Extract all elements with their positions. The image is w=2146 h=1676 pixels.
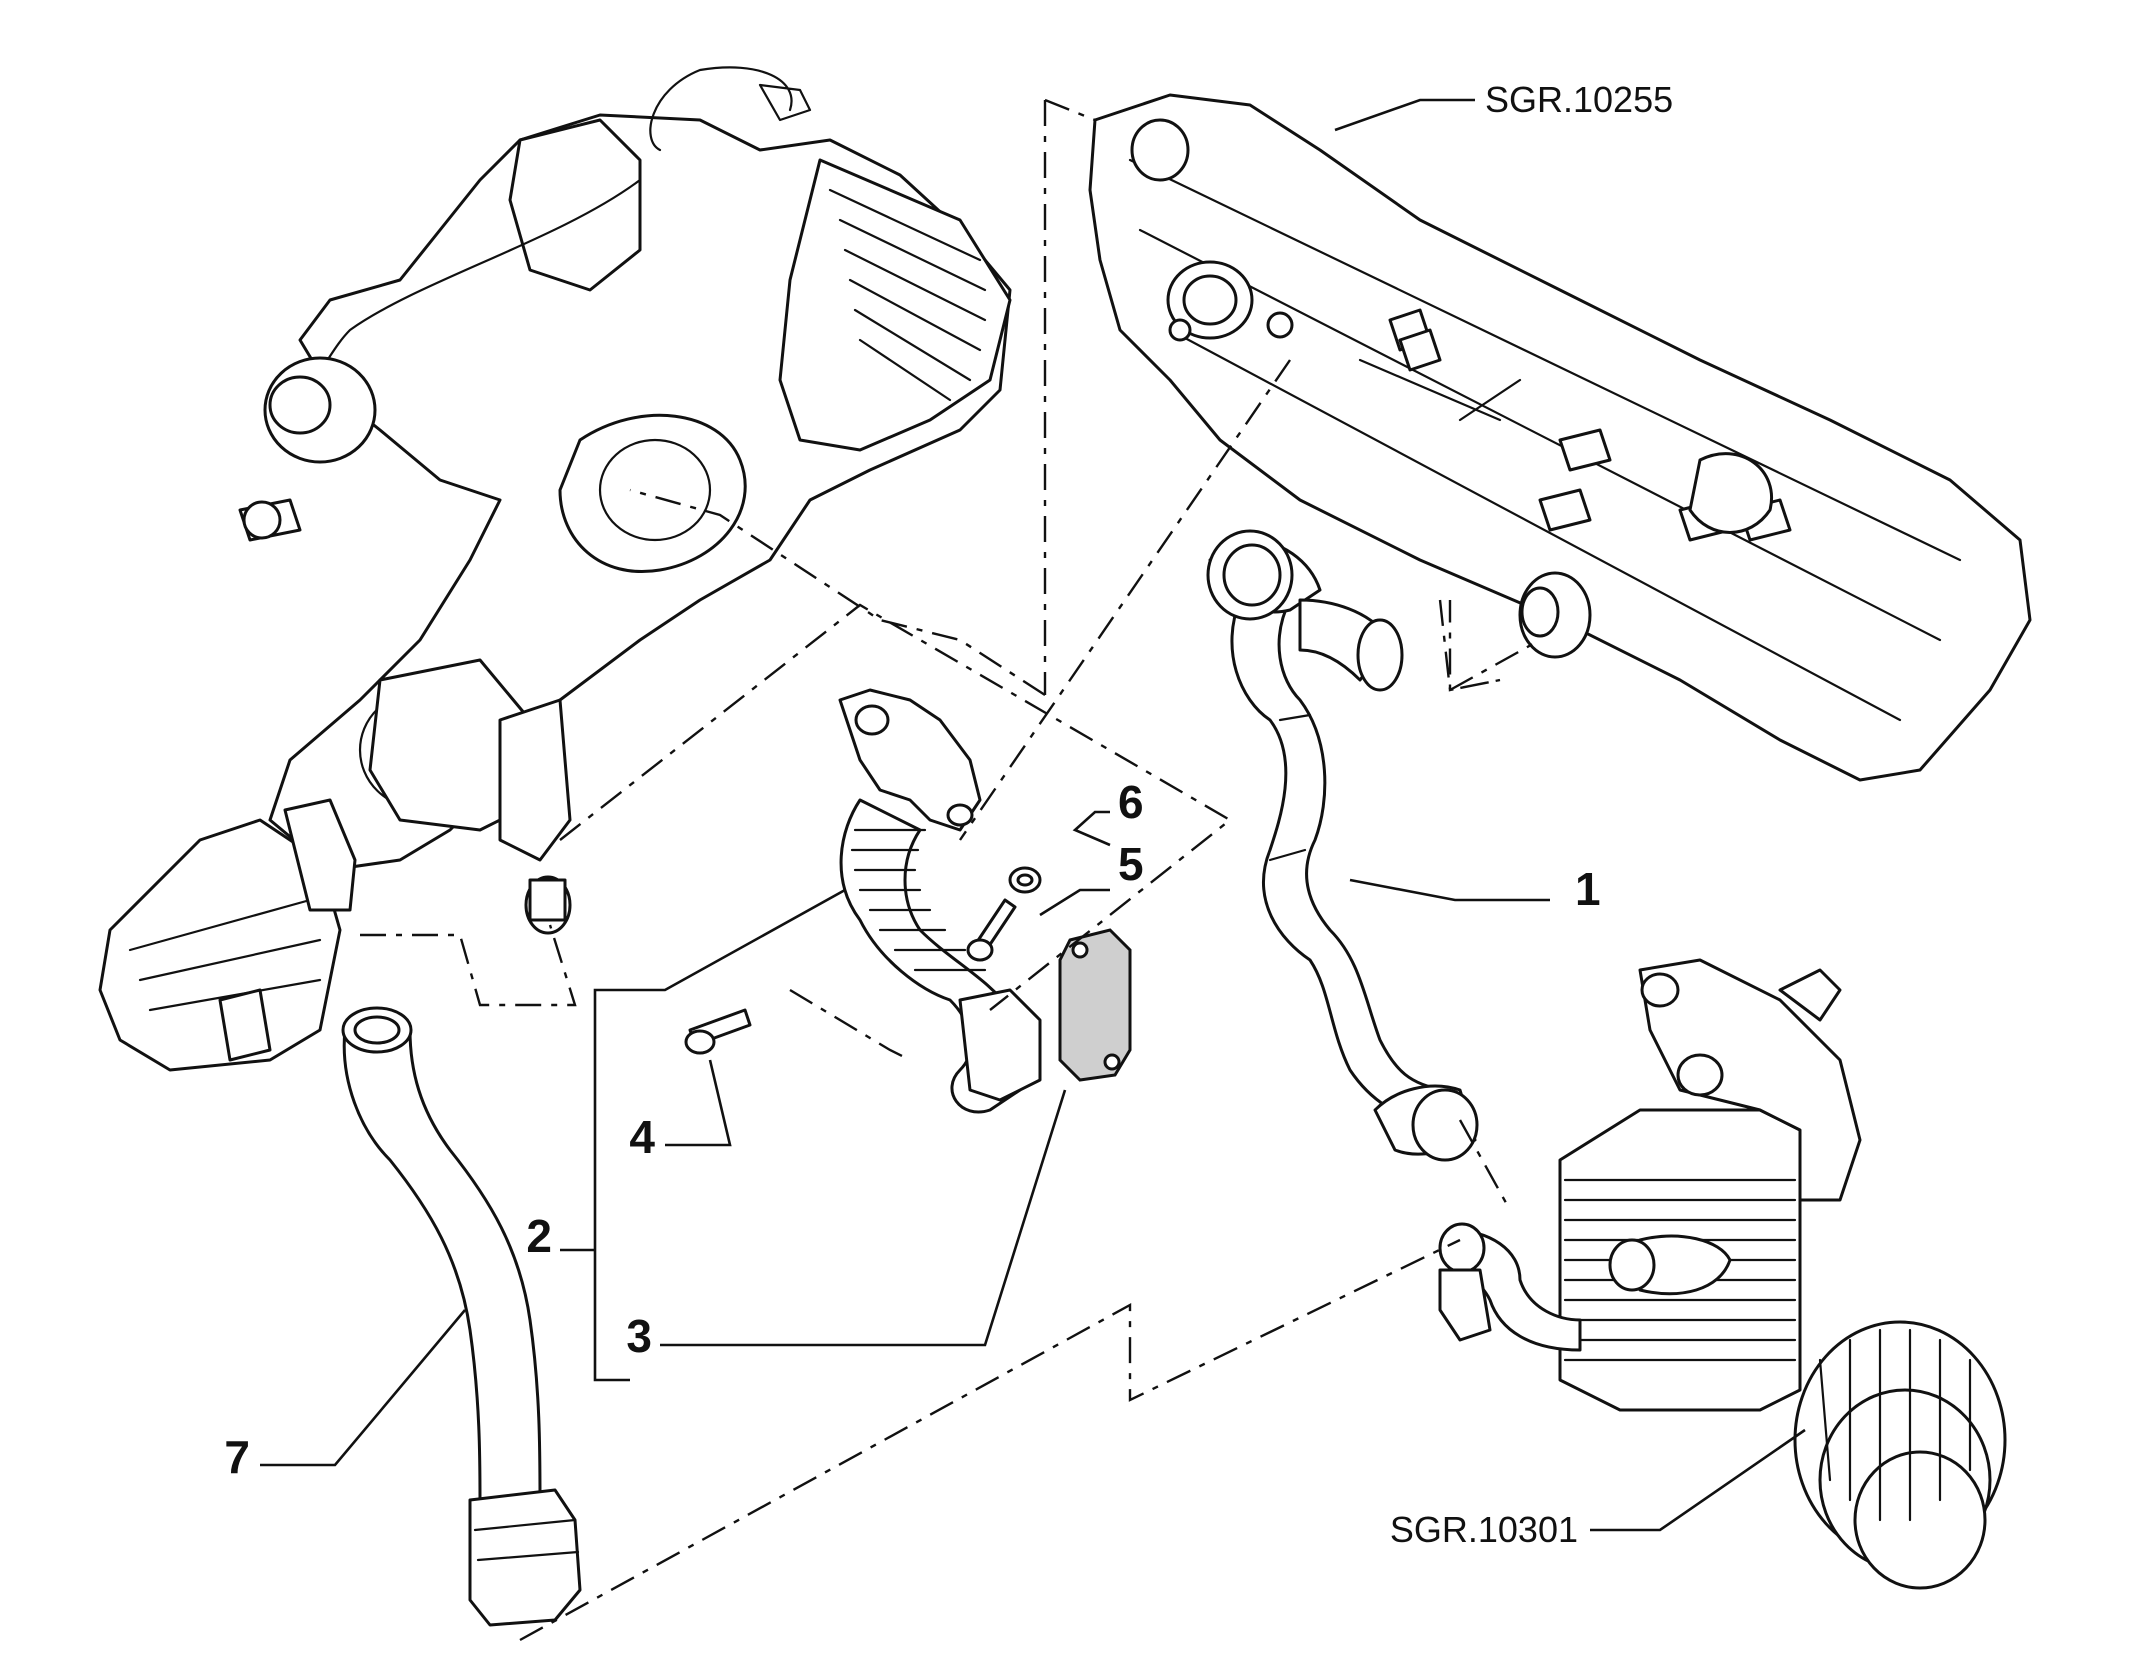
reference-oil-cooler: SGR.10301 [1390,1509,1578,1550]
part-3-gasket [1058,928,1132,1082]
part-5-bolt [966,898,1017,962]
reference-intake-manifold: SGR.10255 [1485,79,1673,120]
reference-labels: SGR.10255 SGR.10301 [1390,79,1673,1550]
part-7-coolant-hose [341,1006,582,1627]
intake-manifold [1088,93,2032,782]
callout-4: 4 [629,1111,655,1163]
leader-lines [260,98,1806,1532]
egr-valve-assembly [98,66,1012,1072]
assembly-dashed-lines [360,98,1541,1642]
part-6-washer [1008,866,1042,894]
callout-1: 1 [1575,863,1601,915]
part-1-coolant-hose [1206,529,1479,1162]
part-2-egr-pipe [838,688,1042,1114]
callout-2: 2 [526,1210,552,1262]
callout-labels: 1 2 3 4 5 6 7 [224,776,1600,1483]
callout-6: 6 [1118,776,1144,828]
callout-3: 3 [626,1310,652,1362]
callout-5: 5 [1118,838,1144,890]
oil-cooler-assembly [1438,958,2007,1590]
part-4-bolt [684,1008,752,1055]
callout-7: 7 [224,1431,250,1483]
